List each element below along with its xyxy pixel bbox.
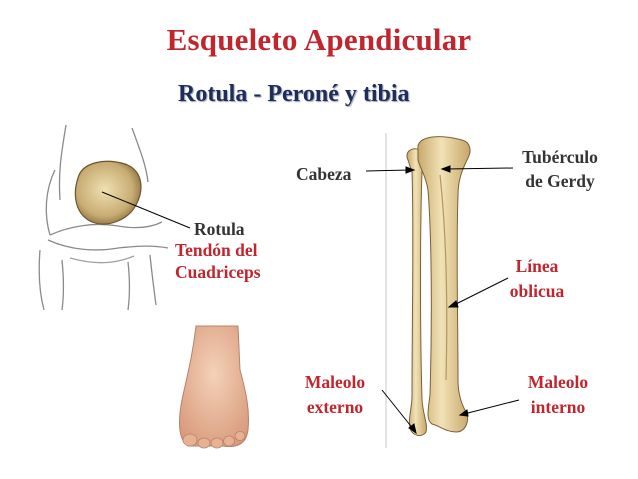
bone-pointer-lines <box>365 165 520 435</box>
label-rotula: Rotula <box>194 219 245 239</box>
label-linea-line1: Línea <box>515 256 559 276</box>
label-cabeza: Cabeza <box>296 164 352 184</box>
knee-patella-illustration <box>38 124 169 311</box>
label-maleolo-interno-line1: Maleolo <box>527 372 589 392</box>
label-maleolo-interno-line2: interno <box>530 397 586 417</box>
label-tendon-line1: Tendón del <box>175 240 258 260</box>
label-tuberculo-line2: de Gerdy <box>525 171 595 191</box>
slide-subtitle: Rotula - Peroné y tibia <box>178 81 410 107</box>
label-maleolo-externo-line2: externo <box>306 397 364 417</box>
label-maleolo-externo-line1: Maleolo <box>304 372 366 392</box>
rotula-pointer-line <box>101 191 191 229</box>
label-linea-line2: oblicua <box>509 281 565 301</box>
slide-title: Esqueleto Apendicular <box>166 22 472 57</box>
swollen-foot-illustration <box>179 325 249 449</box>
label-tuberculo-line1: Tubérculo <box>522 147 598 167</box>
fibula-bone <box>406 148 427 436</box>
tibia-bone <box>417 136 471 433</box>
label-tendon-line2: Cuadriceps <box>175 262 261 282</box>
patella-bone <box>74 160 142 225</box>
tibia-fibula-illustration <box>406 136 471 436</box>
